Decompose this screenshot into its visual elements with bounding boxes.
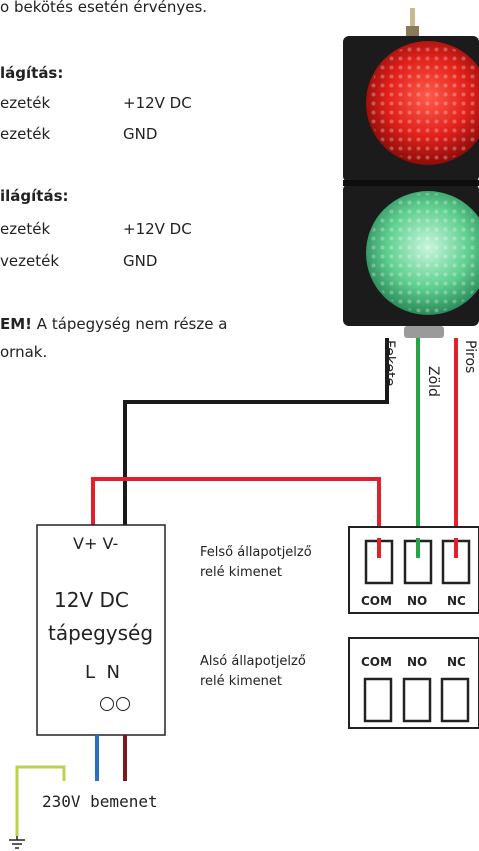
traffic-light (343, 8, 479, 338)
psu-line-1: 12V DC (54, 588, 129, 612)
relay-upper-pin-no: NO (407, 594, 428, 608)
mains-label: 230V bemenet (42, 792, 158, 811)
relay-lower-pin-no: NO (407, 655, 428, 669)
earth-wire (15, 765, 66, 836)
relay-lower-label-2: relé kimenet (200, 674, 282, 689)
bottom-light-wire-1: ezeték (0, 220, 51, 238)
note-line-1: EM! A tápegység nem része a (0, 317, 227, 332)
intro-text: o bekötés esetén érvényes. (0, 0, 208, 16)
relay-upper-pin-com: COM (361, 594, 392, 608)
wire-label-red: Piros (462, 340, 478, 374)
relay-lower-nc-slot (440, 677, 470, 723)
bottom-light-value-2: GND (123, 252, 158, 270)
relay-lower-label-1: Alsó állapotjelző (200, 654, 306, 669)
relay-lower-pin-com: COM (361, 655, 392, 669)
wire-label-black: Fekete (381, 340, 397, 387)
relay-upper-label-2: relé kimenet (200, 565, 282, 580)
terminal-l (100, 697, 114, 711)
bottom-light-value-1: +12V DC (123, 220, 192, 238)
top-light-value-1: +12V DC (123, 94, 192, 112)
ground-icon (9, 836, 25, 849)
relay-lower-block (348, 637, 479, 729)
top-light-title: lágítás: (0, 64, 64, 82)
note-line-2: ornak. (0, 343, 48, 361)
cable-gland (404, 326, 444, 338)
psu-terminals-top: V+ V- (73, 534, 119, 553)
bottom-light-wire-2: vezeték (0, 252, 60, 270)
top-light-wire-2: ezeték (0, 125, 51, 143)
psu-terminals-bottom: L N (85, 662, 120, 683)
black-wire (123, 338, 389, 525)
top-light-value-2: GND (123, 125, 158, 143)
relay-lower-pin-nc: NC (447, 655, 466, 669)
relay-upper-pin-nc: NC (447, 594, 466, 608)
note-text: A tápegység nem része a (32, 315, 228, 333)
terminal-n (116, 697, 130, 711)
red-wire-com (91, 477, 381, 541)
top-light-wire-1: ezeték (0, 94, 51, 112)
relay-lower-com-slot (363, 677, 393, 723)
relay-upper-label-1: Felső állapotjelző (200, 545, 312, 560)
note-bold: EM! (0, 315, 33, 333)
wire-label-green: Zöld (425, 366, 441, 397)
psu-line-2: tápegység (48, 621, 154, 645)
mount-screw (410, 8, 415, 34)
power-supply-box (36, 524, 166, 736)
relay-lower-no-slot (402, 677, 432, 723)
bottom-light-title: ilágítás: (0, 187, 69, 205)
